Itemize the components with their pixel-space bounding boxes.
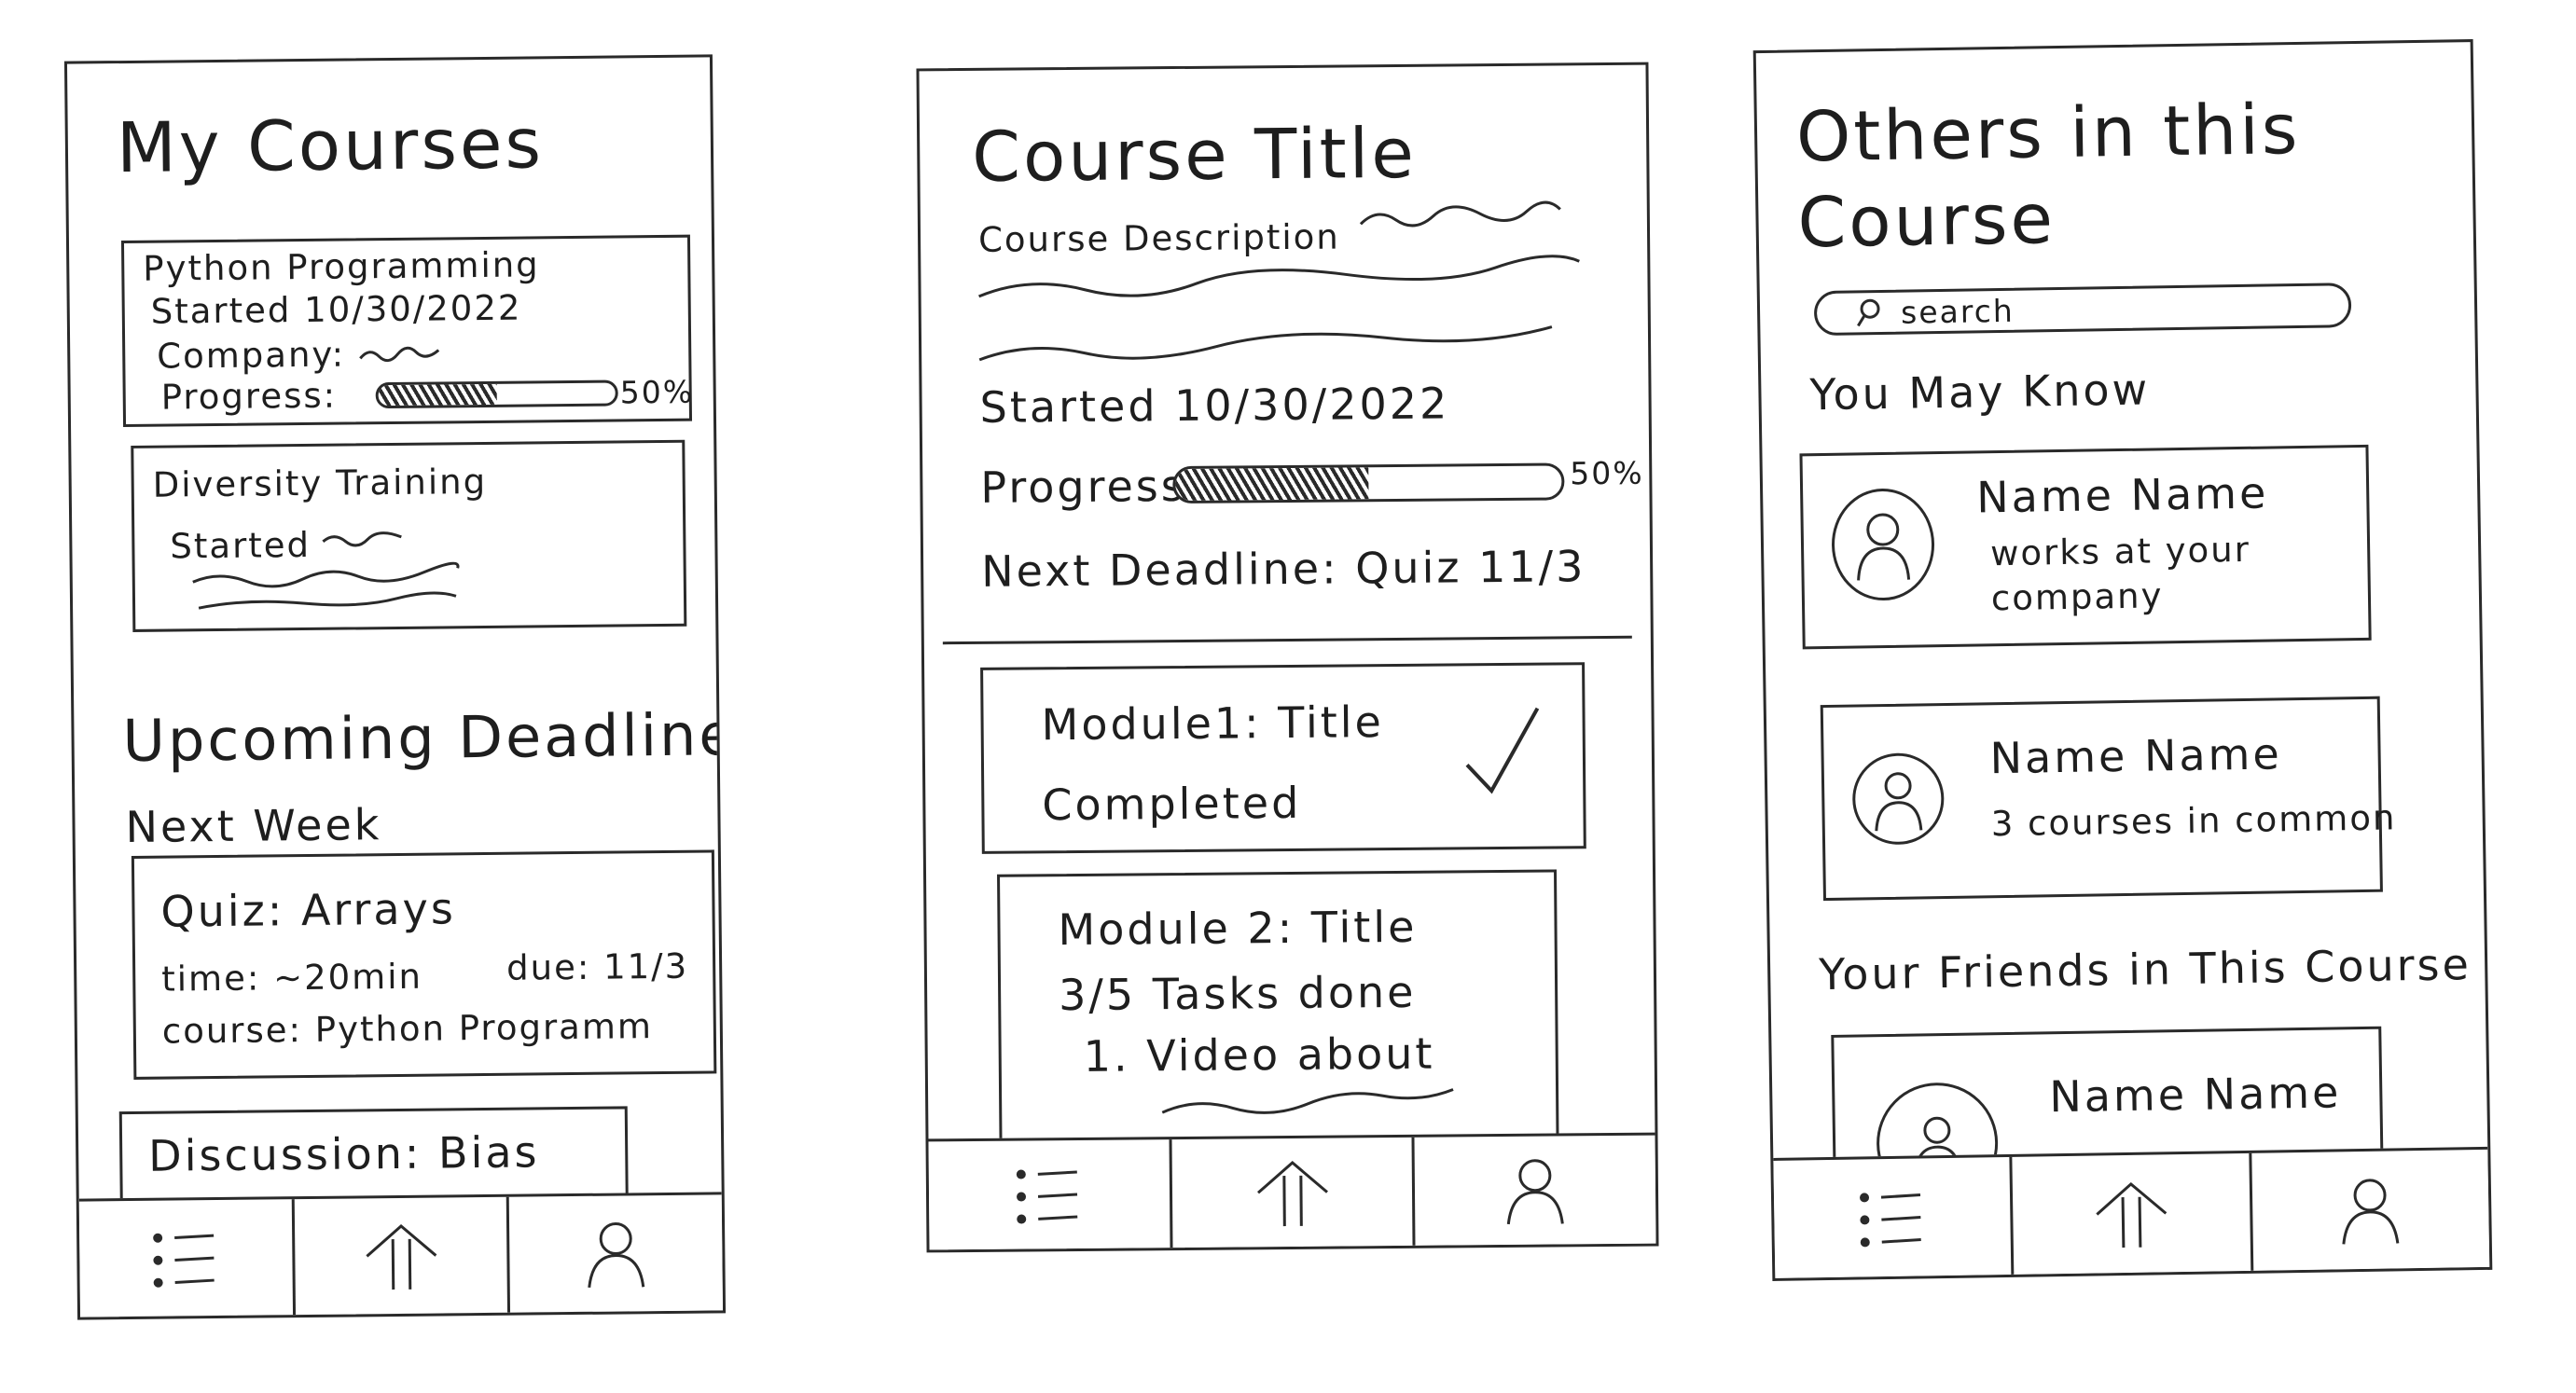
checkmark-icon — [1465, 707, 1540, 794]
person-icon — [1857, 513, 1911, 581]
deadline-course: course: Python Programm — [161, 1006, 654, 1052]
deadlines-title: Upcoming Deadlines — [122, 699, 727, 776]
person-card-1[interactable]: Name Name works at your company — [1799, 444, 2372, 650]
description-scribble-2 — [978, 255, 1580, 362]
module-status: Completed — [1042, 777, 1302, 831]
nav-home-tab[interactable] — [2012, 1152, 2253, 1275]
progress-label: Progress — [980, 460, 1186, 513]
bottom-nav — [78, 1192, 724, 1317]
avatar — [1851, 752, 1946, 846]
started-scribble — [322, 531, 402, 547]
course-started: Started 10/30/2022 — [150, 287, 522, 332]
you-may-know-title: You May Know — [1809, 364, 2151, 421]
company-scribble — [359, 346, 440, 363]
deadline-due: due: 11/3 — [506, 945, 689, 988]
course-progress-bar — [375, 379, 618, 409]
person-name: Name Name — [1975, 467, 2269, 523]
course-started: Started 10/30/2022 — [979, 378, 1450, 433]
person-icon — [1506, 1159, 1564, 1225]
page-title: My Courses — [116, 103, 545, 189]
course-company-label: Company: — [157, 334, 346, 377]
home-icon — [1256, 1160, 1328, 1227]
course-detail-screen: Course Title Course Description Started … — [916, 62, 1659, 1253]
deadline-title: Discussion: Bias — [147, 1126, 540, 1181]
page-title-line1: Others in this — [1795, 89, 2301, 178]
course-name: Python Programming — [143, 244, 540, 289]
module-title: Module1: Title — [1041, 696, 1385, 751]
friends-title: Your Friends in This Course — [1818, 939, 2472, 1000]
friend-name: Name Name — [2048, 1067, 2342, 1123]
course-progress-percent: 50% — [1570, 454, 1644, 492]
module-card-2[interactable]: Module 2: Title 3/5 Tasks done 1. Video … — [997, 869, 1559, 1192]
search-input[interactable]: search — [1813, 283, 2352, 337]
person-detail: works at your — [1989, 529, 2251, 574]
person-icon — [2342, 1179, 2400, 1245]
nav-profile-tab[interactable] — [1415, 1136, 1656, 1246]
module-tasks: 3/5 Tasks done — [1058, 966, 1417, 1021]
my-courses-screen: My Courses Python Programming Started 10… — [63, 54, 727, 1320]
home-icon — [365, 1223, 436, 1290]
list-icon — [152, 1233, 215, 1288]
nav-home-tab[interactable] — [294, 1196, 511, 1316]
bottom-nav — [928, 1132, 1656, 1250]
person-icon — [588, 1222, 645, 1289]
deadline-card-quiz[interactable]: Quiz: Arrays time: ~20min due: 11/3 cour… — [131, 849, 717, 1080]
course-progress-fill — [1175, 467, 1369, 502]
description-scribble-1 — [1359, 200, 1561, 228]
nav-courses-tab[interactable] — [1773, 1156, 2015, 1278]
item-scribble — [1161, 1088, 1454, 1114]
person-name: Name Name — [1989, 728, 2283, 784]
course-card-diversity[interactable]: Diversity Training Started — [131, 439, 687, 632]
course-name: Diversity Training — [152, 461, 488, 505]
others-in-course-screen: Others in this Course search You May Kno… — [1752, 39, 2493, 1281]
search-placeholder: search — [1900, 292, 2015, 331]
nav-courses-tab[interactable] — [928, 1139, 1173, 1250]
module-card-1[interactable]: Module1: Title Completed — [980, 662, 1586, 854]
next-deadline: Next Deadline: Quiz 11/3 — [980, 541, 1586, 597]
nav-profile-tab[interactable] — [509, 1194, 723, 1312]
nav-home-tab[interactable] — [1171, 1137, 1416, 1248]
course-progress-bar — [1172, 462, 1565, 504]
deadline-time: time: ~20min — [161, 956, 423, 1000]
avatar — [1831, 488, 1935, 601]
course-progress-percent: 50% — [619, 373, 695, 411]
nav-profile-tab[interactable] — [2251, 1150, 2489, 1271]
search-icon — [1857, 298, 1880, 327]
course-card-python[interactable]: Python Programming Started 10/30/2022 Co… — [120, 234, 695, 428]
page-title-line2: Course — [1796, 179, 2057, 264]
deadlines-subtitle: Next Week — [125, 799, 382, 853]
bottom-nav — [1773, 1146, 2490, 1278]
nav-courses-tab[interactable] — [78, 1199, 296, 1317]
module-item: 1. Video about — [1083, 1028, 1435, 1082]
list-icon — [1016, 1169, 1078, 1224]
person-icon — [1875, 772, 1923, 832]
module-title: Module 2: Title — [1058, 901, 1418, 956]
course-progress-label: Progress: — [160, 375, 338, 418]
person-detail: company — [1990, 575, 2164, 619]
person-card-2[interactable]: Name Name 3 courses in common — [1820, 696, 2397, 902]
list-icon — [1859, 1193, 1921, 1248]
section-divider — [942, 635, 1632, 645]
home-icon — [2096, 1181, 2167, 1248]
description-scribble — [192, 561, 460, 610]
course-progress-fill — [378, 383, 497, 407]
page-title: Course Title — [971, 113, 1418, 198]
person-detail: 3 courses in common — [1990, 797, 2397, 845]
deadline-title: Quiz: Arrays — [160, 883, 457, 937]
